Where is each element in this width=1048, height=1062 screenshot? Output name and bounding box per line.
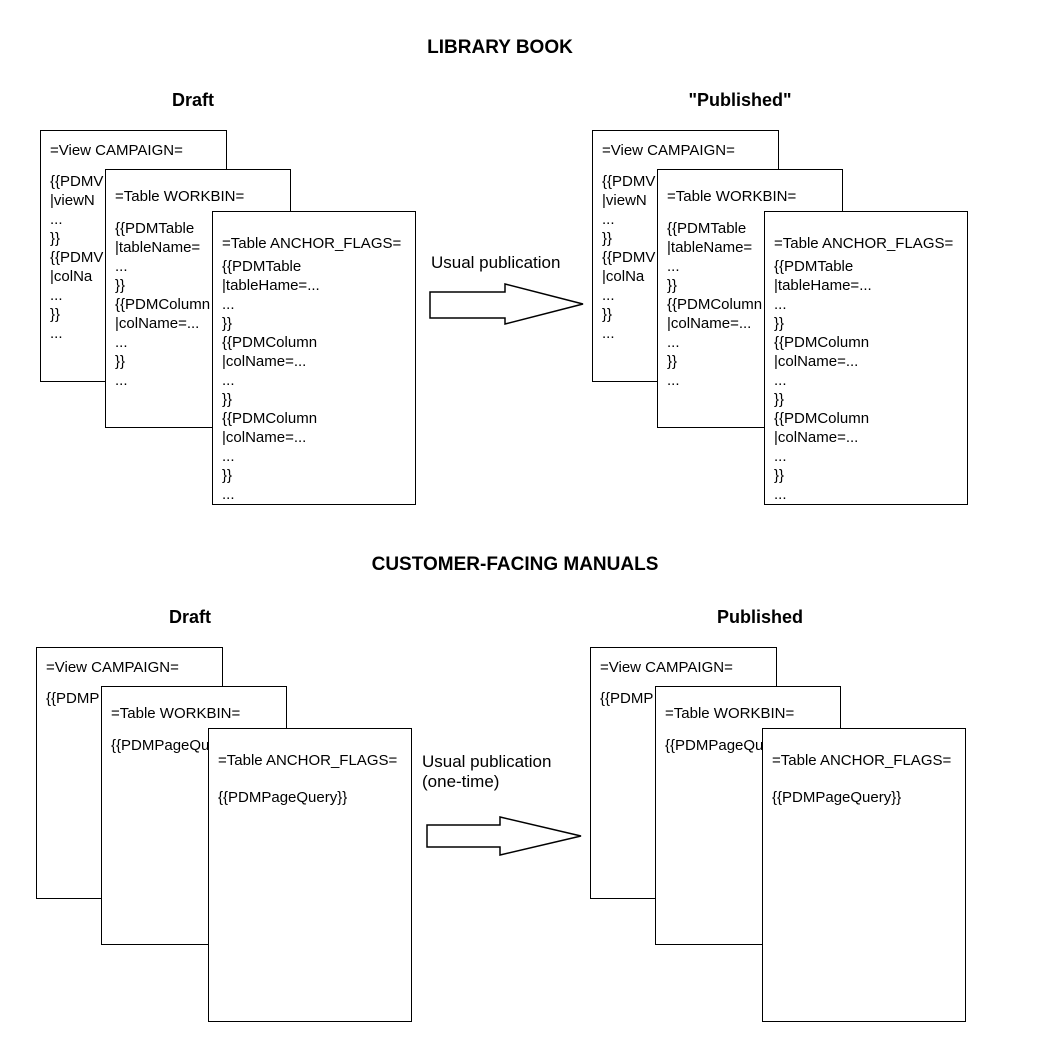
- card-body: {{PDMTable |tableName= ... }} {{PDMColum…: [667, 220, 763, 389]
- publication-arrow-label: Usual publication (one-time): [422, 752, 552, 791]
- card-table-anchor-flags: =Table ANCHOR_FLAGS= {{PDMTable |tableHa…: [212, 211, 416, 505]
- card-body: {{PDMV |viewN ... }} {{PDMV |colNa ... }…: [50, 173, 104, 342]
- card-header: =View CAMPAIGN=: [46, 659, 179, 676]
- column-heading-library-published: "Published": [688, 90, 792, 110]
- card-table-anchor-flags: =Table ANCHOR_FLAGS= {{PDMPageQuery}}: [208, 728, 412, 1022]
- card-header: =Table WORKBIN=: [111, 705, 241, 722]
- card-header: =Table ANCHOR_FLAGS=: [218, 752, 398, 769]
- card-header: =View CAMPAIGN=: [602, 142, 735, 159]
- card-body: {{PDMTable |tableName= ... }} {{PDMColum…: [115, 220, 211, 389]
- card-body: {{PDMV |viewN ... }} {{PDMV |colNa ... }…: [602, 173, 656, 342]
- card-body: {{PDMP: [46, 690, 100, 707]
- card-table-anchor-flags: =Table ANCHOR_FLAGS= {{PDMPageQuery}}: [762, 728, 966, 1022]
- right-block-arrow-icon: [429, 283, 584, 325]
- card-body: {{PDMP: [600, 690, 654, 707]
- card-body: {{PDMPageQuery}}: [218, 789, 348, 806]
- stack-manuals-published: =View CAMPAIGN= {{PDMP =Table WORKBIN= {…: [590, 647, 966, 1022]
- card-header: =Table ANCHOR_FLAGS=: [774, 235, 954, 252]
- column-heading-manuals-published: Published: [716, 607, 803, 627]
- section-title-library-book: LIBRARY BOOK: [427, 37, 573, 58]
- right-block-arrow-icon: [426, 816, 582, 856]
- card-body: {{PDMTable |tableHame=... ... }} {{PDMCo…: [222, 258, 320, 503]
- column-heading-library-draft: Draft: [171, 90, 214, 110]
- card-header: =Table WORKBIN=: [665, 705, 795, 722]
- card-header: =Table ANCHOR_FLAGS=: [772, 752, 952, 769]
- card-header: =Table WORKBIN=: [667, 188, 797, 205]
- card-body: {{PDMPageQu: [665, 737, 764, 754]
- card-table-anchor-flags: =Table ANCHOR_FLAGS= {{PDMTable |tableHa…: [764, 211, 968, 505]
- card-body: {{PDMPageQuery}}: [772, 789, 902, 806]
- stack-manuals-draft: =View CAMPAIGN= {{PDMP =Table WORKBIN= {…: [36, 647, 412, 1022]
- card-header: =Table WORKBIN=: [115, 188, 245, 205]
- column-heading-manuals-draft: Draft: [168, 607, 211, 627]
- section-title-customer-facing-manuals: CUSTOMER-FACING MANUALS: [371, 554, 659, 575]
- card-header: =View CAMPAIGN=: [600, 659, 733, 676]
- card-header: =Table ANCHOR_FLAGS=: [222, 235, 402, 252]
- card-body: {{PDMPageQu: [111, 737, 210, 754]
- card-body: {{PDMTable |tableHame=... ... }} {{PDMCo…: [774, 258, 872, 503]
- stack-library-draft: =View CAMPAIGN= {{PDMV |viewN ... }} {{P…: [40, 130, 416, 505]
- stack-library-published: =View CAMPAIGN= {{PDMV |viewN ... }} {{P…: [592, 130, 968, 505]
- card-header: =View CAMPAIGN=: [50, 142, 183, 159]
- publication-arrow-label: Usual publication: [431, 253, 561, 272]
